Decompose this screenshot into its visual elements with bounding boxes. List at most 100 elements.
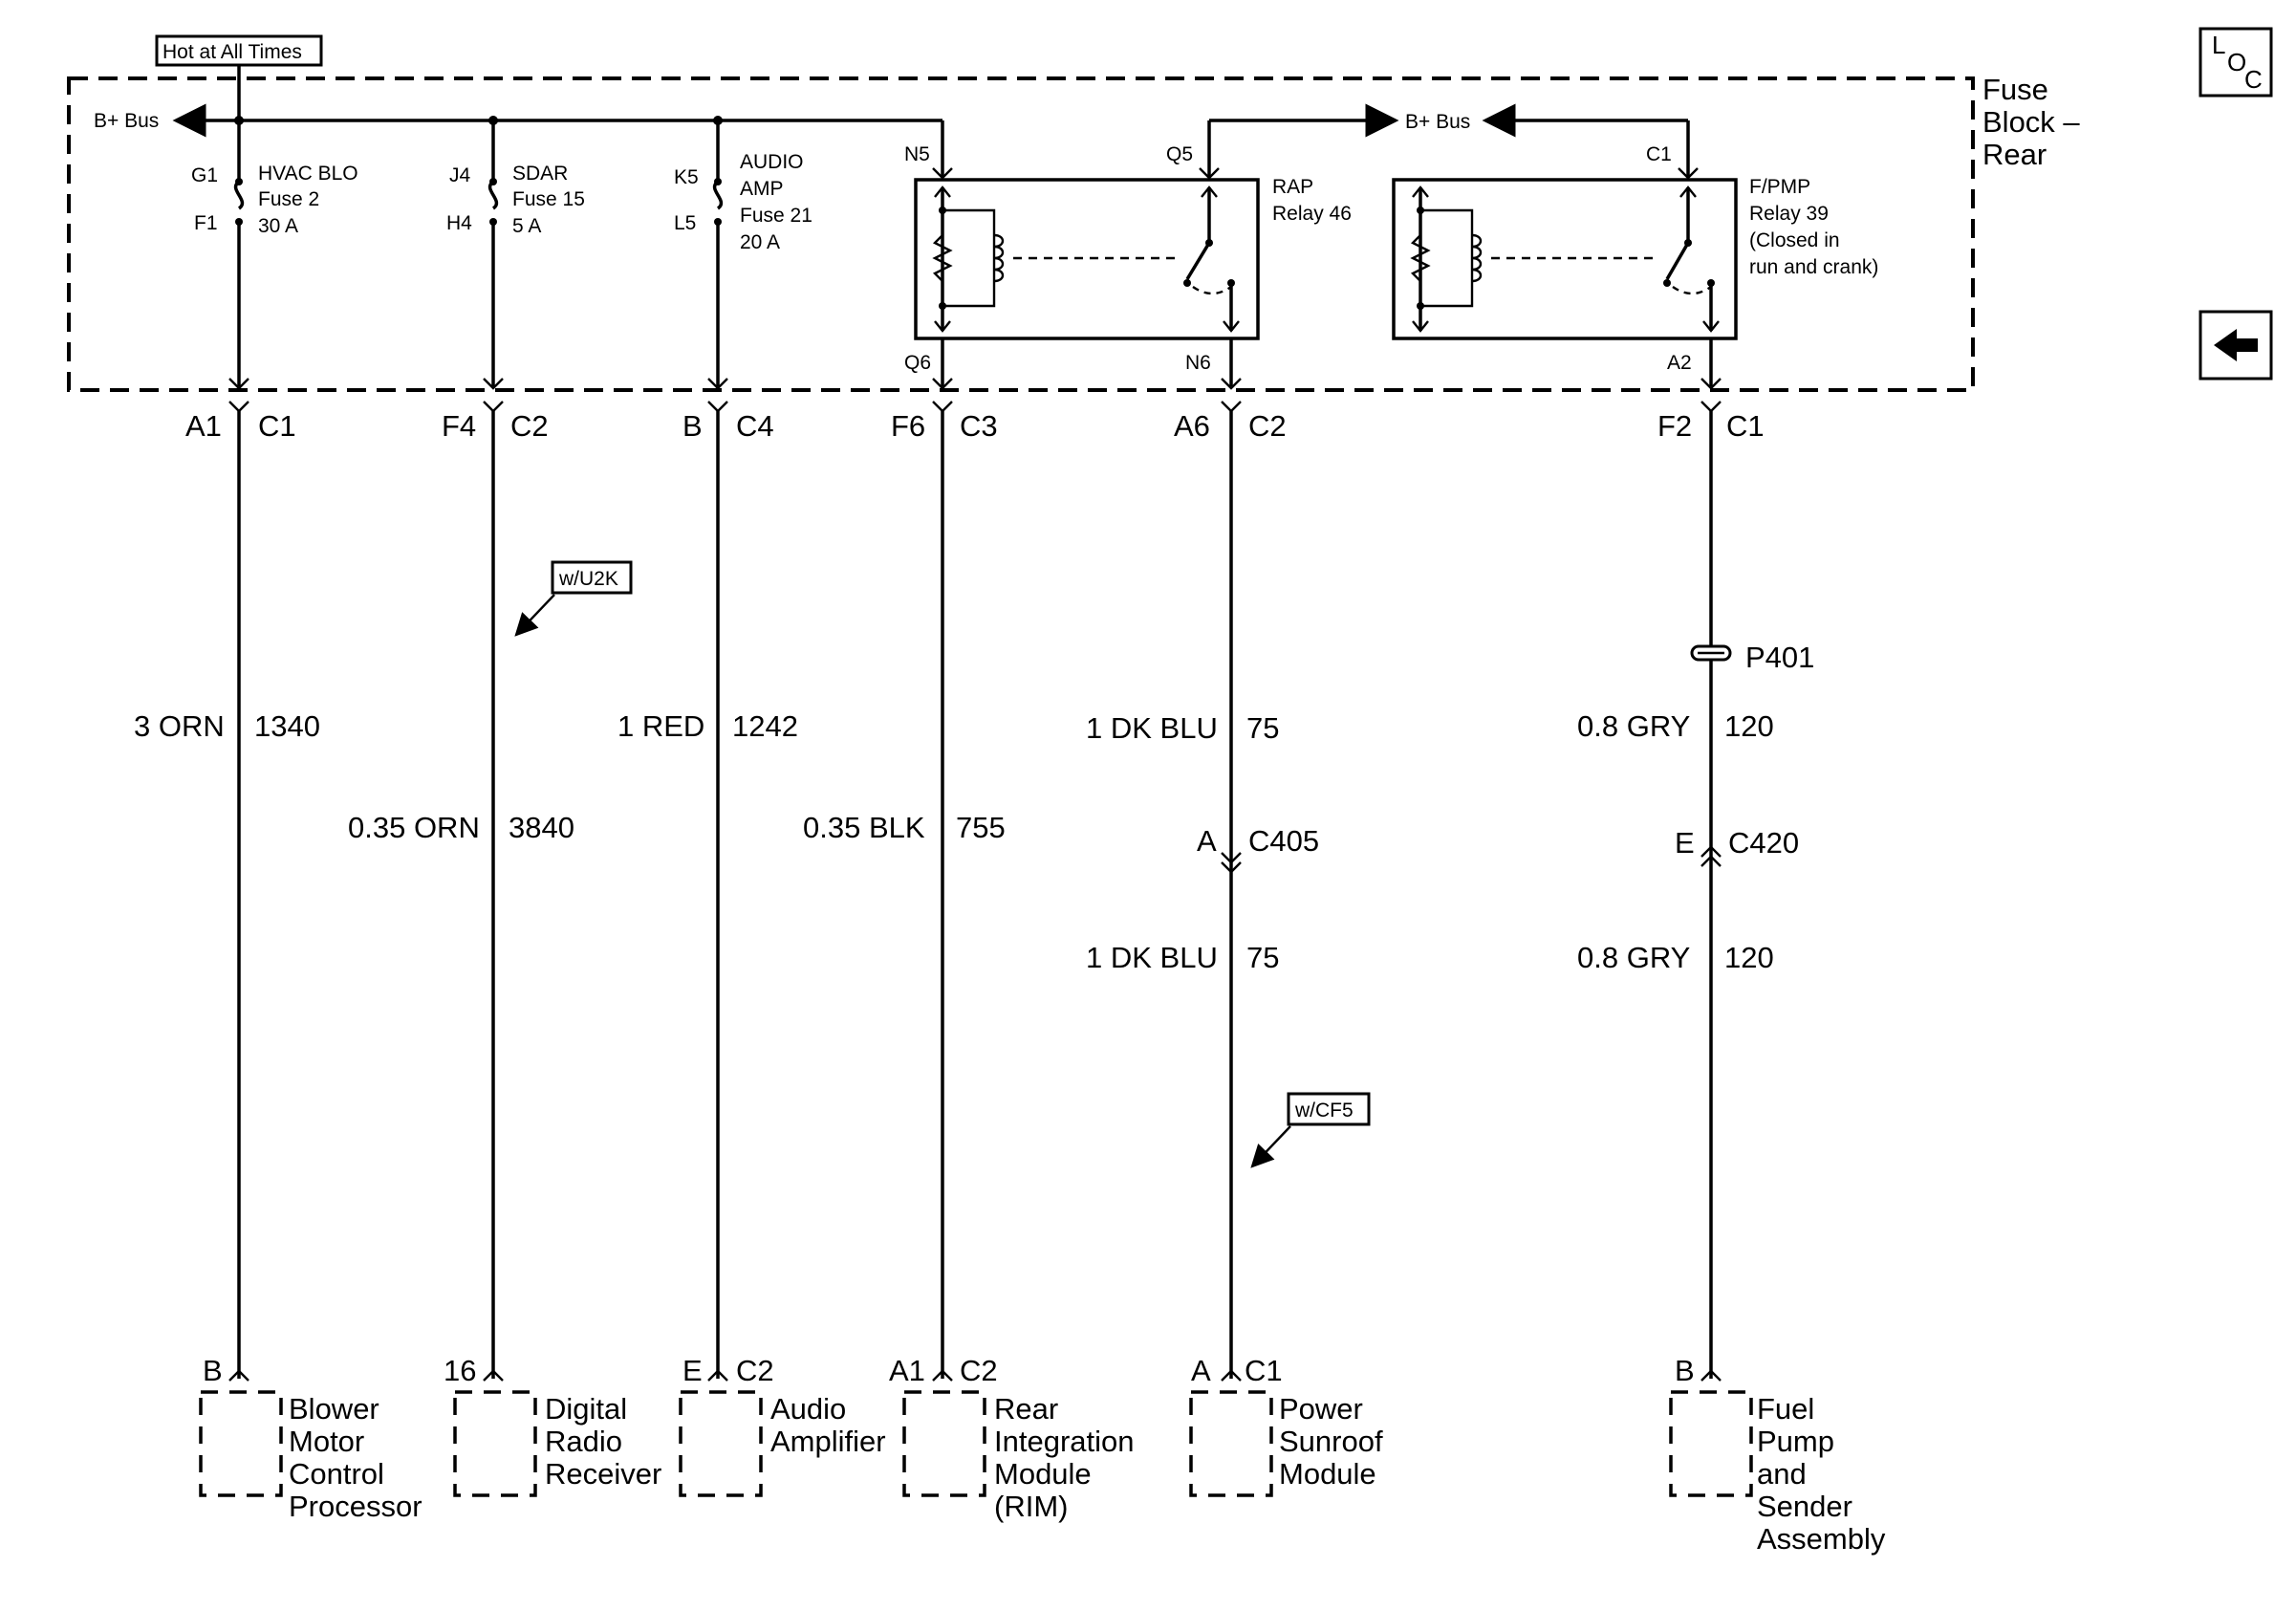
svg-text:Q6: Q6 (904, 352, 931, 374)
svg-text:w/CF5: w/CF5 (1294, 1099, 1354, 1121)
component-fuel-pump-sender: B Fuel Pump and Sender Assembly (1669, 1354, 1886, 1556)
svg-text:Blower: Blower (289, 1392, 379, 1426)
svg-text:SDAR: SDAR (512, 163, 568, 185)
circuit-blower: A1 C1 3 ORN 1340 (134, 378, 320, 1379)
svg-text:N6: N6 (1185, 352, 1211, 374)
svg-text:Integration: Integration (994, 1425, 1135, 1458)
svg-text:C405: C405 (1248, 824, 1319, 858)
svg-text:A1: A1 (185, 409, 222, 443)
svg-text:Q5: Q5 (1166, 143, 1193, 165)
svg-text:C3: C3 (960, 409, 998, 443)
b-plus-bus-right-label: B+ Bus (1405, 111, 1470, 133)
svg-text:Audio: Audio (770, 1392, 846, 1426)
component-blower-motor-control-processor: B Blower Motor Control Processor (199, 1354, 422, 1523)
svg-text:C1: C1 (1245, 1354, 1283, 1387)
circuit-digital-radio: F4 C2 0.35 ORN 3840 (348, 378, 574, 1379)
svg-text:Relay 39: Relay 39 (1749, 203, 1829, 225)
fuse-block-label-3: Rear (1982, 138, 2047, 171)
svg-text:RAP: RAP (1272, 176, 1313, 198)
fuse-block-label-1: Fuse (1982, 73, 2048, 106)
loc-icon: L (2212, 31, 2225, 59)
svg-text:0.35 ORN: 0.35 ORN (348, 811, 480, 844)
svg-text:F6: F6 (891, 409, 925, 443)
svg-text:A: A (1191, 1354, 1211, 1387)
svg-text:C420: C420 (1728, 826, 1799, 860)
svg-text:A2: A2 (1667, 352, 1692, 374)
svg-text:30 A: 30 A (258, 215, 298, 237)
arrow-left-icon (2214, 329, 2258, 361)
svg-text:1242: 1242 (732, 709, 798, 743)
fuse-block-outline (67, 76, 1975, 392)
svg-text:H4: H4 (446, 212, 472, 234)
svg-text:F1: F1 (194, 212, 218, 234)
svg-text:Assembly: Assembly (1757, 1522, 1886, 1556)
svg-text:E: E (682, 1354, 703, 1387)
circuit-fuel-pump: F2 C1 P401 0.8 GRY 120 E C420 0.8 GRY 12… (1577, 378, 1814, 1379)
hot-at-all-times-label: Hot at All Times (162, 41, 302, 63)
svg-text:120: 120 (1724, 941, 1774, 974)
svg-text:16: 16 (444, 1354, 476, 1387)
svg-text:C1: C1 (1646, 143, 1672, 165)
rap-relay: RAP Relay 46 N5 Q6 Q5 N6 (904, 103, 1399, 374)
fuse-block-label-2: Block – (1982, 105, 2080, 139)
svg-text:Fuse 21: Fuse 21 (740, 205, 812, 227)
svg-text:B: B (682, 409, 703, 443)
svg-text:Radio: Radio (545, 1425, 622, 1458)
svg-text:C2: C2 (1248, 409, 1287, 443)
svg-text:B: B (203, 1354, 223, 1387)
b-plus-bus-left-label: B+ Bus (94, 110, 159, 132)
circuit-audio-amp: B C4 1 RED 1242 (617, 378, 798, 1379)
svg-text:C4: C4 (736, 409, 774, 443)
loc-button[interactable]: L O C (2199, 27, 2273, 98)
svg-text:and: and (1757, 1457, 1807, 1491)
svg-text:(RIM): (RIM) (994, 1490, 1068, 1523)
fpmp-relay: F/PMP Relay 39 (Closed in run and crank)… (1392, 120, 1878, 374)
svg-text:Power: Power (1279, 1392, 1363, 1426)
svg-text:L5: L5 (674, 212, 696, 234)
component-digital-radio-receiver: 16 Digital Radio Receiver (444, 1354, 661, 1497)
svg-text:K5: K5 (674, 166, 699, 188)
svg-text:Receiver: Receiver (545, 1457, 661, 1491)
svg-text:Motor: Motor (289, 1425, 364, 1458)
svg-text:C2: C2 (960, 1354, 998, 1387)
svg-text:Fuel: Fuel (1757, 1392, 1814, 1426)
svg-text:C: C (2244, 65, 2263, 94)
svg-text:O: O (2227, 48, 2246, 76)
svg-text:3 ORN: 3 ORN (134, 709, 225, 743)
svg-text:Digital: Digital (545, 1392, 627, 1426)
svg-text:75: 75 (1246, 711, 1279, 745)
component-audio-amplifier: E C2 Audio Amplifier (679, 1354, 886, 1497)
back-button[interactable] (2199, 310, 2273, 381)
svg-text:F/PMP: F/PMP (1749, 176, 1810, 198)
circuit-rim: F6 C3 0.35 BLK 755 (803, 378, 1006, 1379)
svg-text:(Closed in: (Closed in (1749, 229, 1840, 251)
svg-text:1 DK BLU: 1 DK BLU (1086, 941, 1218, 974)
svg-text:B: B (1675, 1354, 1695, 1387)
svg-text:run and crank): run and crank) (1749, 256, 1878, 278)
option-callout-cf5: w/CF5 (1250, 1092, 1371, 1168)
svg-text:P401: P401 (1745, 641, 1814, 674)
svg-text:F2: F2 (1657, 409, 1692, 443)
svg-text:A: A (1197, 824, 1217, 858)
svg-text:HVAC BLO: HVAC BLO (258, 163, 358, 185)
svg-text:E: E (1675, 826, 1695, 860)
svg-text:AUDIO: AUDIO (740, 151, 804, 173)
svg-text:A1: A1 (889, 1354, 925, 1387)
fuse-audio-amp: K5 L5 AUDIO AMP Fuse 21 20 A (674, 120, 812, 386)
fuse-sdar: J4 H4 SDAR Fuse 15 5 A (446, 120, 585, 386)
svg-text:1 RED: 1 RED (617, 709, 704, 743)
svg-text:3840: 3840 (509, 811, 574, 844)
svg-text:C1: C1 (1726, 409, 1765, 443)
component-power-sunroof-module: A C1 Power Sunroof Module (1189, 1354, 1383, 1497)
svg-text:N5: N5 (904, 143, 930, 165)
svg-text:Relay 46: Relay 46 (1272, 203, 1352, 225)
svg-text:75: 75 (1246, 941, 1279, 974)
svg-text:1340: 1340 (254, 709, 320, 743)
svg-text:5 A: 5 A (512, 215, 541, 237)
svg-text:20 A: 20 A (740, 231, 780, 253)
component-rear-integration-module: A1 C2 Rear Integration Module (RIM) (889, 1354, 1135, 1523)
svg-text:Amplifier: Amplifier (770, 1425, 886, 1458)
svg-text:A6: A6 (1174, 409, 1210, 443)
svg-text:C2: C2 (510, 409, 549, 443)
